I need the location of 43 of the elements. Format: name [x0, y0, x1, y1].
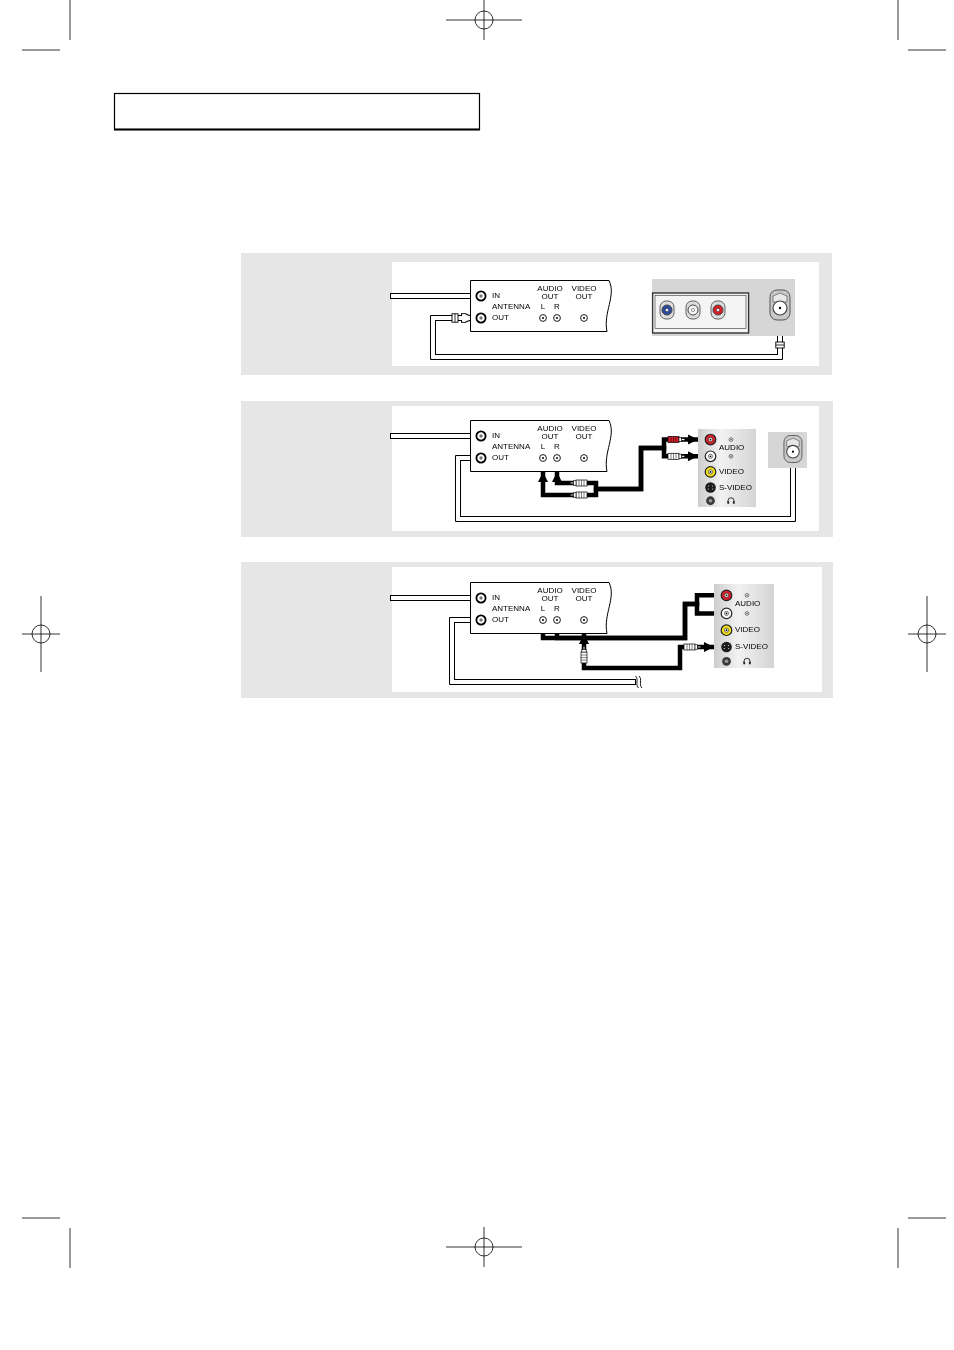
- jack-label: OUT: [492, 314, 509, 322]
- coax-cable: [432, 315, 781, 358]
- signal-cable: [552, 434, 698, 492]
- jack-label: ANTENNA: [492, 605, 531, 613]
- figure-panel: [241, 562, 833, 698]
- coax-cable: [451, 619, 635, 683]
- jack-label: VIDEO OUT: [570, 285, 598, 301]
- jack-label: AUDIO OUT: [536, 587, 564, 603]
- jack-label: R: [553, 605, 561, 613]
- jack-label: R: [553, 303, 561, 311]
- coax-cable: [457, 457, 794, 520]
- signal-cable: [554, 593, 714, 641]
- jack-label: AUDIO OUT: [536, 425, 564, 441]
- jack-label: L: [539, 443, 547, 451]
- jack-label: ANTENNA: [492, 443, 531, 451]
- jack-label: VIDEO: [735, 626, 760, 635]
- jack-label: VIDEO OUT: [570, 587, 598, 603]
- jack-label: IN: [492, 292, 500, 300]
- figure-panel: [241, 253, 832, 375]
- jack-label: OUT: [492, 454, 509, 462]
- jack-label: AUDIO: [719, 443, 745, 452]
- jack-label: L: [539, 605, 547, 613]
- jack-label: OUT: [492, 616, 509, 624]
- jack-label: S-VIDEO: [719, 483, 752, 492]
- jack-label: ANTENNA: [492, 303, 531, 311]
- jack-label: IN: [492, 594, 500, 602]
- tv-rear-panel: [652, 279, 795, 336]
- av-input-panel: [698, 429, 756, 507]
- signal-cable: [579, 634, 714, 671]
- jack-label: AUDIO: [735, 600, 761, 609]
- jack-label: L: [539, 303, 547, 311]
- jack-label: R: [553, 443, 561, 451]
- coax-cable: [391, 435, 471, 437]
- jack-label: IN: [492, 432, 500, 440]
- jack-label: VIDEO: [719, 467, 744, 476]
- av-input-panel: [714, 584, 774, 668]
- antenna-input-panel: [768, 432, 807, 468]
- coax-cable: [391, 597, 471, 599]
- jack-label: S-VIDEO: [735, 643, 768, 651]
- coax-cable: [391, 295, 471, 297]
- figure-panel: [241, 401, 833, 537]
- jack-label: VIDEO OUT: [570, 425, 598, 441]
- jack-label: AUDIO OUT: [536, 285, 564, 301]
